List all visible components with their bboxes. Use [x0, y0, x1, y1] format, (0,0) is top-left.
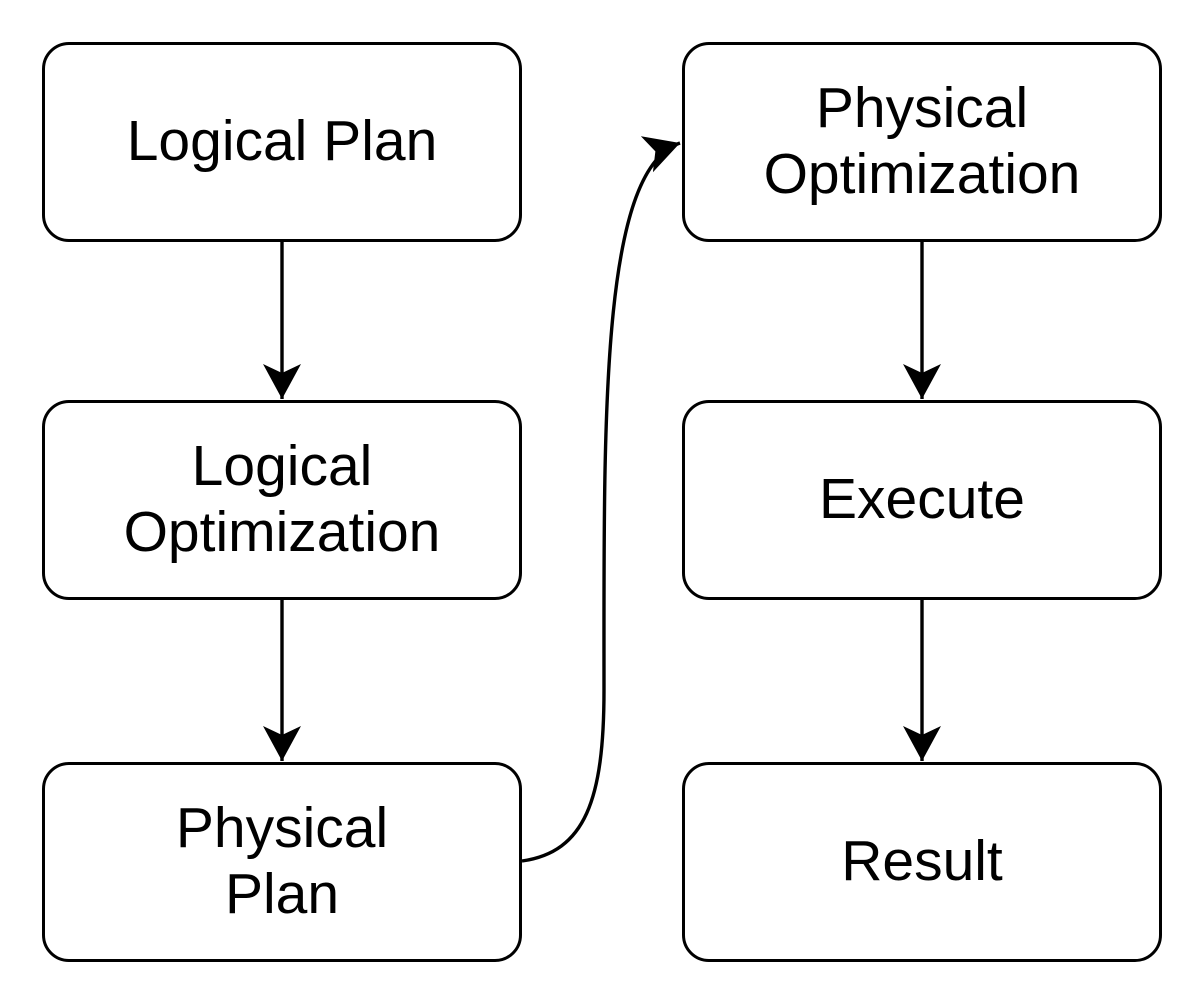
node-execute-label: Execute [819, 467, 1025, 532]
node-logical-plan: Logical Plan [42, 42, 522, 242]
node-logical-optimization: Logical Optimization [42, 400, 522, 600]
node-logical-plan-label: Logical Plan [126, 109, 438, 174]
node-execute: Execute [682, 400, 1162, 600]
node-physical-optimization-label: Physical Optimization [763, 76, 1081, 206]
edge-physical-plan-to-physical-optimization [521, 136, 681, 863]
node-physical-plan: Physical Plan [42, 762, 522, 962]
node-logical-optimization-label: Logical Optimization [123, 434, 441, 564]
node-result-label: Result [841, 829, 1003, 894]
node-physical-plan-label: Physical Plan [175, 796, 389, 926]
node-physical-optimization: Physical Optimization [682, 42, 1162, 242]
node-result: Result [682, 762, 1162, 962]
